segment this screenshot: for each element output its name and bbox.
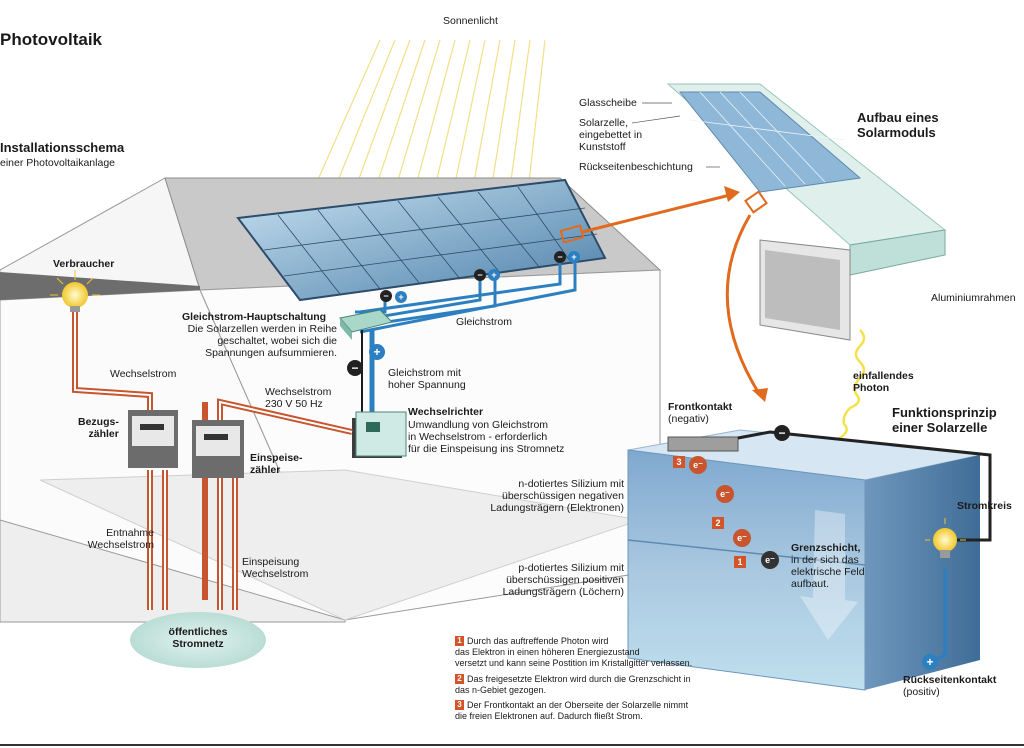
feed-meter [192,420,244,478]
p-doped-label: p-dotiertes Silizium mit überschüssigen … [502,562,624,598]
house [0,177,662,623]
inverter [352,411,407,458]
solar-cell-block [627,429,981,691]
installation-subtitle: einer Photovoltaikanlage [0,157,115,169]
inverter-title: Wechselrichter [408,406,484,418]
svg-text:+: + [571,252,576,262]
n-doped-label: n-dotiertes Silizium mit überschüssigen … [490,478,624,514]
supply-meter-label: Bezugs- zähler [78,416,119,440]
bottom-rule [0,744,1024,746]
frame-label: Aluminiumrahmen [931,292,1016,304]
glass-label: Glasscheibe [579,97,637,109]
svg-text:−: − [557,252,562,262]
svg-text:e⁻: e⁻ [720,489,730,499]
arrow-head-2 [752,388,768,402]
svg-text:+: + [398,292,403,302]
dc-main-title: Gleichstrom-Hauptschaltung [182,311,327,323]
legend-text-2: Das freigesetzte Elektron wird durch die… [455,674,691,695]
svg-text:−: − [351,361,358,375]
step-badges: 3 2 1 [673,456,746,568]
public-grid-label: öffentliches Stromnetz [168,626,228,650]
legend-badge-2: 2 [455,674,464,684]
svg-text:−: − [778,426,785,440]
boundary-title: Grenzschicht, [791,542,861,554]
legend-text-1: Durch das auftreffende Photon wird das E… [455,636,693,668]
svg-text:3: 3 [676,457,681,467]
page-title: Photovoltaik [0,30,103,49]
dc-high-label: Gleichstrom mit hoher Spannung [388,367,466,391]
inverter-desc: Umwandlung von Gleichstrom in Wechselstr… [408,419,565,455]
svg-text:e⁻: e⁻ [693,460,703,470]
leader-lines [631,102,720,168]
back-contact-polarity: (positiv) [903,686,940,698]
circuit-label: Stromkreis [957,500,1012,512]
svg-text:+: + [926,655,933,669]
public-grid-glow [130,612,266,668]
front-contact-label: Frontkontakt [668,401,733,413]
boundary-desc: in der sich das elektrische Feld aufbaut… [791,554,865,590]
solar-module [666,83,947,341]
panel-marker [559,224,585,244]
cell-embedded-label: Solarzelle, eingebettet in Kunststoff [579,117,643,153]
legend-badge-1: 1 [455,636,464,646]
backsheet-label: Rückseitenbeschichtung [579,161,693,173]
ac-label: Wechselstrom [110,368,177,380]
cell-title: Funktionsprinzip einer Solarzelle [892,405,997,435]
installation-title: Installationsschema [0,140,125,155]
svg-text:e⁻: e⁻ [737,533,747,543]
svg-text:−: − [383,291,388,301]
photon-label: einfallendes Photon [853,370,914,394]
front-contact-polarity: (negativ) [668,413,709,425]
sunlight-label: Sonnenlicht [443,15,498,27]
module-title: Aufbau eines Solarmoduls [857,110,939,140]
dc-junction-box [339,309,393,340]
feed-in-label: Einspeisung Wechselstrom [242,556,309,580]
svg-text:+: + [373,345,380,359]
electrons: e⁻ e⁻ e⁻ e⁻ [689,456,779,569]
svg-text:1: 1 [737,557,742,567]
feed-meter-label: Einspeise- zähler [250,452,303,476]
legend-text-3: Der Frontkontakt an der Oberseite der So… [455,700,689,721]
svg-text:2: 2 [715,518,720,528]
consumer-label: Verbraucher [53,258,115,270]
ac-230-label: Wechselstrom 230 V 50 Hz [265,386,332,410]
dc-wires [355,258,577,420]
svg-text:−: − [477,270,482,280]
orange-arrows [581,193,762,396]
legend-badge-3: 3 [455,700,464,710]
back-contact-label: Rückseitenkontakt [903,674,997,686]
polarity-markers: − + − + − + + − [347,251,580,376]
dc-label: Gleichstrom [456,316,513,328]
roof-solar-panel [236,178,607,302]
withdrawal-label: Entnahme Wechselstrom [87,527,154,551]
arrow-head-1 [724,186,740,202]
consumer-bulb-icon [50,270,100,312]
dc-main-desc: Die Solarzellen werden in Reihe geschalt… [187,323,337,359]
svg-text:+: + [491,270,496,280]
supply-meter [128,410,178,468]
svg-text:e⁻: e⁻ [765,555,775,565]
circuit-bulb-icon [925,518,966,558]
